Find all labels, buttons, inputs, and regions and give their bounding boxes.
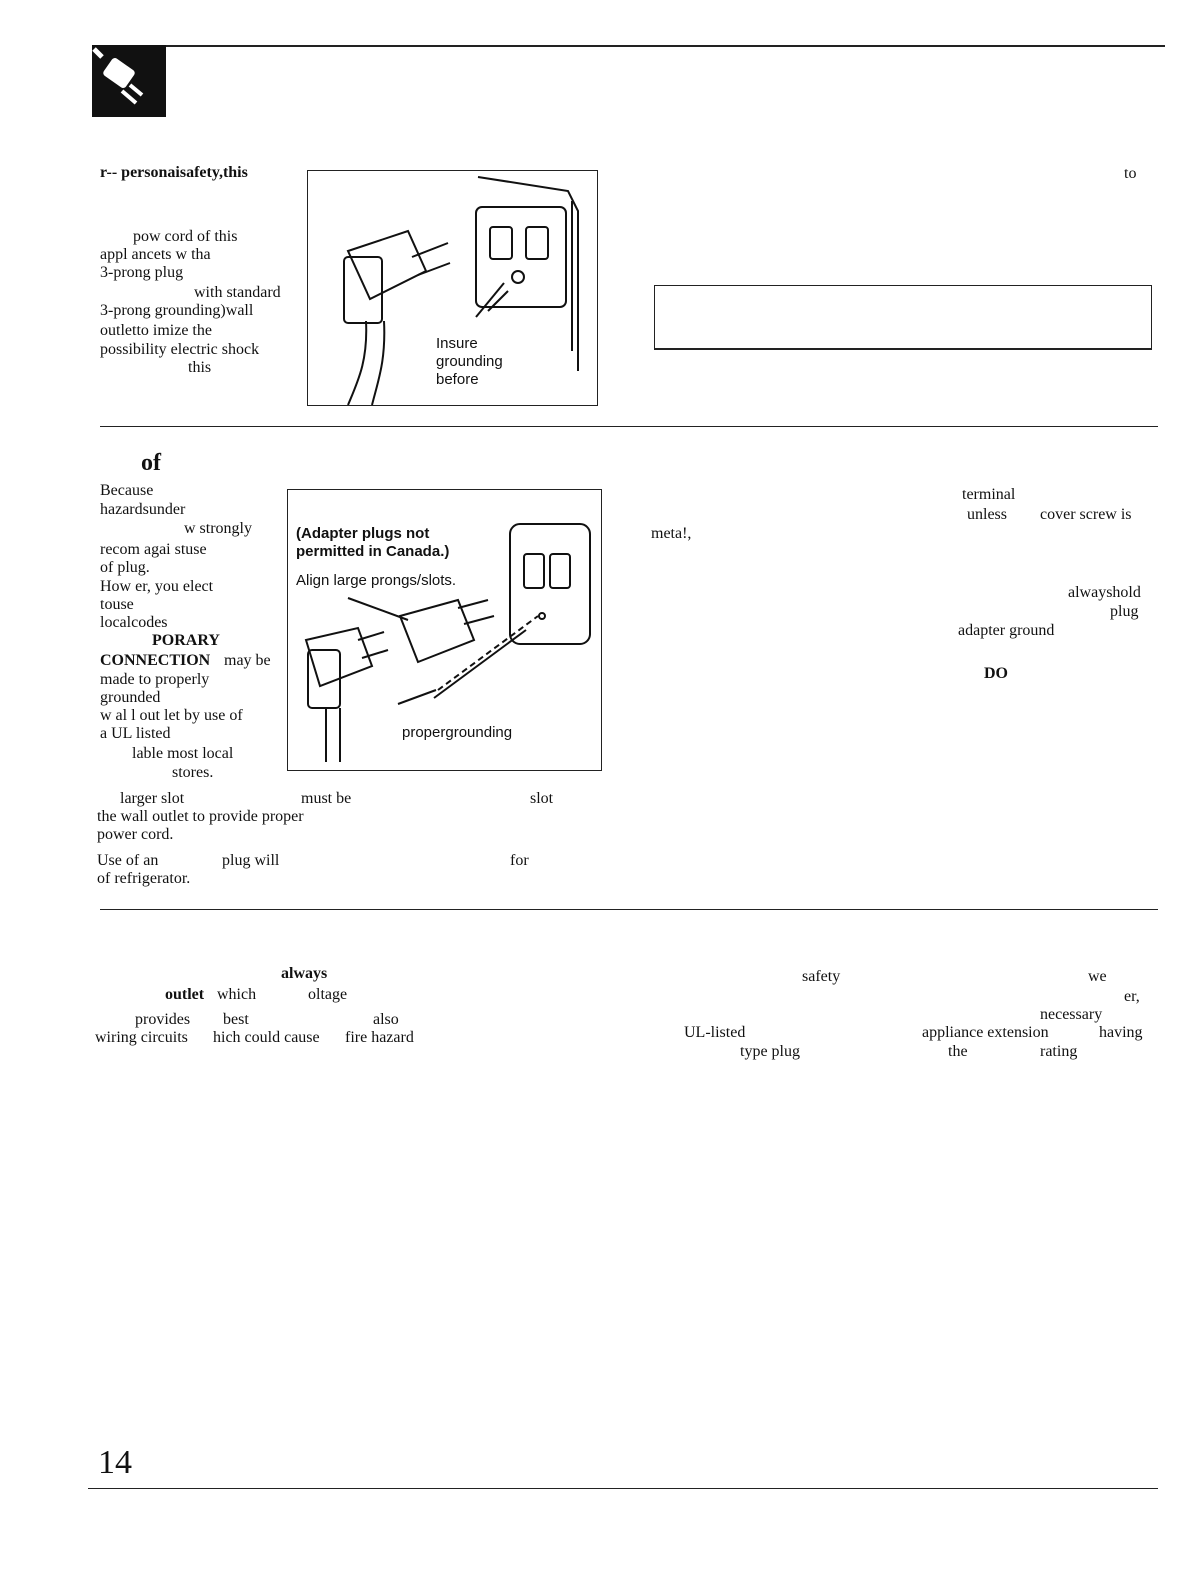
s1-right-text: to [1124, 165, 1137, 182]
s3-right-8: the [948, 1043, 968, 1060]
s2-text-8: PORARY [152, 632, 220, 649]
s2-right-1: unless [967, 506, 1007, 523]
s1-text-7: possibility electric shock [100, 341, 260, 358]
s3-left-9: fire hazard [345, 1029, 414, 1046]
fig1-label-2: before [436, 371, 479, 388]
fig2-label-0: (Adapter plugs not [296, 525, 430, 542]
s3-left-6: also [373, 1011, 399, 1028]
s2-bottom-6: plug will [222, 852, 280, 869]
s2-bottom-2: slot [530, 790, 554, 807]
warning-box [654, 285, 1152, 350]
s2-text-9: CONNECTION [100, 652, 211, 669]
s2-right-0: terminal [962, 486, 1016, 503]
s2-text-0: Because [100, 482, 154, 499]
s2-right-5: plug [1110, 603, 1139, 620]
s3-left-5: best [223, 1011, 249, 1028]
fig1-label-0: Insure [436, 335, 478, 352]
figure-adapter-plug: (Adapter plugs not permitted in Canada.)… [287, 489, 602, 771]
s2-text-1: hazardsunder [100, 501, 186, 518]
s3-right-6: having [1099, 1024, 1143, 1041]
s2-right-6: adapter ground [958, 622, 1055, 639]
s2-text-6: touse [100, 596, 134, 613]
s3-left-4: provides [135, 1011, 191, 1028]
s3-left-2: which [217, 986, 257, 1003]
s2-text-4: of plug. [100, 559, 150, 576]
s2-text-10: may be [224, 652, 271, 669]
s2-text-7: localcodes [100, 614, 168, 631]
s3-right-9: rating [1040, 1043, 1078, 1060]
s3-left-0: always [281, 965, 328, 982]
s2-text-12: grounded [100, 689, 161, 706]
s2-text-16: stores. [172, 764, 214, 781]
top-rule [92, 45, 1165, 47]
section-divider-1 [100, 426, 1158, 427]
fig1-label-1: grounding [436, 353, 503, 370]
s1-text-2: appl ancets w tha [100, 246, 211, 263]
s2-bottom-5: Use of an [97, 852, 159, 869]
s1-text-3: 3-prong plug [100, 264, 184, 281]
s2-right-2: cover screw is [1040, 506, 1132, 523]
plug-icon [92, 45, 166, 117]
s3-left-3: oltage [308, 986, 348, 1003]
fig2-label-3: propergrounding [402, 724, 513, 741]
section-divider-2 [100, 909, 1158, 910]
s2-bottom-4: power cord. [97, 826, 174, 843]
s2-text-2: w strongly [184, 520, 252, 537]
s3-right-5: appliance extension [922, 1024, 1049, 1041]
s3-right-3: necessary [1040, 1006, 1103, 1023]
s1-text-5: 3-prong grounding)wall [100, 302, 254, 319]
s2-bottom-1: must be [301, 790, 352, 807]
s2-bottom-3: the wall outlet to provide proper [97, 808, 304, 825]
s2-bottom-0: larger slot [120, 790, 185, 807]
page-number: 14 [98, 1444, 132, 1481]
fig2-label-2: Align large prongs/slots. [296, 572, 457, 589]
s2-text-3: recom agai stuse [100, 541, 207, 558]
figure-grounded-outlet: Insure grounding before [307, 170, 598, 406]
s3-left-1: outlet [165, 986, 205, 1003]
s3-left-7: wiring circuits [95, 1029, 188, 1046]
s2-right-4: alwayshold [1068, 584, 1141, 601]
s2-bottom-7: for [510, 852, 529, 869]
s2-text-13: w al l out let by use of [100, 707, 243, 724]
s3-right-4: UL-listed [684, 1024, 746, 1041]
s2-right-7: DO [984, 665, 1008, 682]
s1-text-1: pow cord of this [133, 228, 238, 245]
s2-text-14: a UL listed [100, 725, 171, 742]
s2-heading: of [141, 450, 161, 476]
s1-text-0: r-- personaisafety,this [100, 164, 248, 181]
s1-text-8: this [188, 359, 212, 376]
s2-text-5: How er, you elect [100, 578, 214, 595]
s3-right-7: type plug [740, 1043, 800, 1060]
s1-text-4: with standard [194, 284, 281, 301]
s3-right-1: we [1088, 968, 1107, 985]
s2-text-11: made to properly [100, 671, 210, 688]
s3-right-0: safety [802, 968, 841, 985]
s3-right-2: er, [1124, 988, 1140, 1005]
bottom-rule [88, 1488, 1158, 1489]
s2-text-15: lable most local [132, 745, 234, 762]
s2-right-3: meta!, [651, 525, 692, 542]
s3-left-8: hich could cause [213, 1029, 320, 1046]
fig2-label-1: permitted in Canada.) [296, 543, 450, 560]
s1-text-6: outletto imize the [100, 322, 212, 339]
s2-bottom-8: of refrigerator. [97, 870, 191, 887]
